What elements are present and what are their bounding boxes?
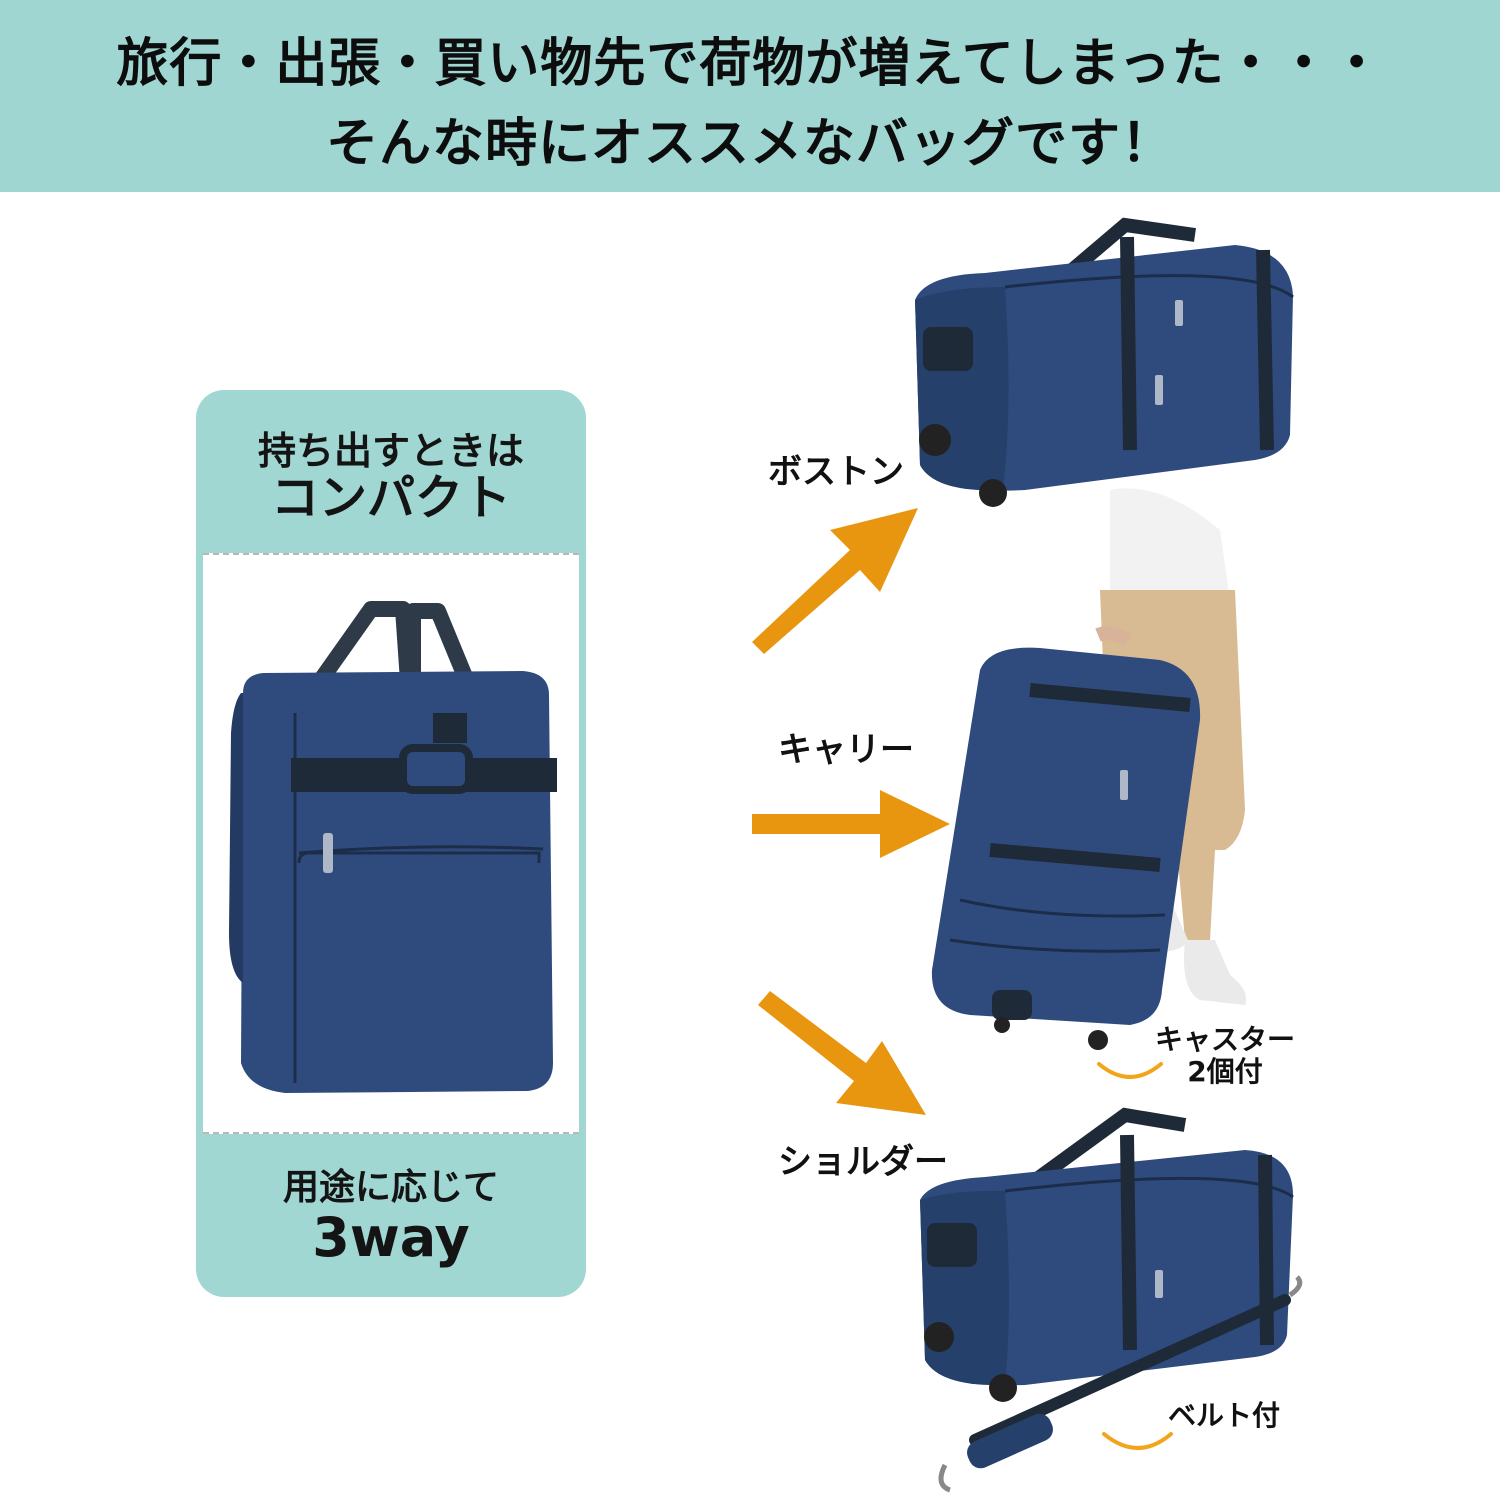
caster-note-line1: キャスター bbox=[1154, 1023, 1295, 1056]
boston-bag-image bbox=[915, 217, 1294, 507]
belt-note: ベルト付 bbox=[1168, 1399, 1281, 1432]
caster-note-line2: 2個付 bbox=[1187, 1055, 1263, 1088]
header-banner bbox=[0, 0, 1500, 192]
arrow-up-right-icon bbox=[752, 508, 918, 654]
headline-line1: 旅行・出張・買い物先で荷物が増えてしまった・・・ bbox=[116, 34, 1384, 94]
mode-label-boston: ボストン bbox=[768, 452, 904, 492]
belt-accent-curve bbox=[1102, 1432, 1173, 1450]
arrow-right-icon bbox=[752, 790, 950, 858]
compact-title: コンパクト bbox=[270, 470, 511, 526]
shoulder-bag-image bbox=[920, 1107, 1303, 1493]
usage-caption: 用途に応じて bbox=[282, 1167, 499, 1208]
caster-accent-curve bbox=[1097, 1062, 1163, 1079]
caster-note: キャスター 2個付 bbox=[1150, 1024, 1300, 1088]
headline-line2: そんな時にオススメなバッグです！ bbox=[325, 114, 1174, 174]
arrow-down-right-icon bbox=[758, 991, 926, 1115]
compact-bag-image bbox=[229, 601, 557, 1093]
mode-label-carry: キャリー bbox=[778, 730, 914, 770]
usage-title: 3way bbox=[312, 1206, 470, 1269]
carry-bag-image bbox=[931, 488, 1246, 1050]
mode-label-shoulder: ショルダー bbox=[778, 1142, 948, 1182]
compact-caption: 持ち出すときは bbox=[257, 429, 524, 473]
